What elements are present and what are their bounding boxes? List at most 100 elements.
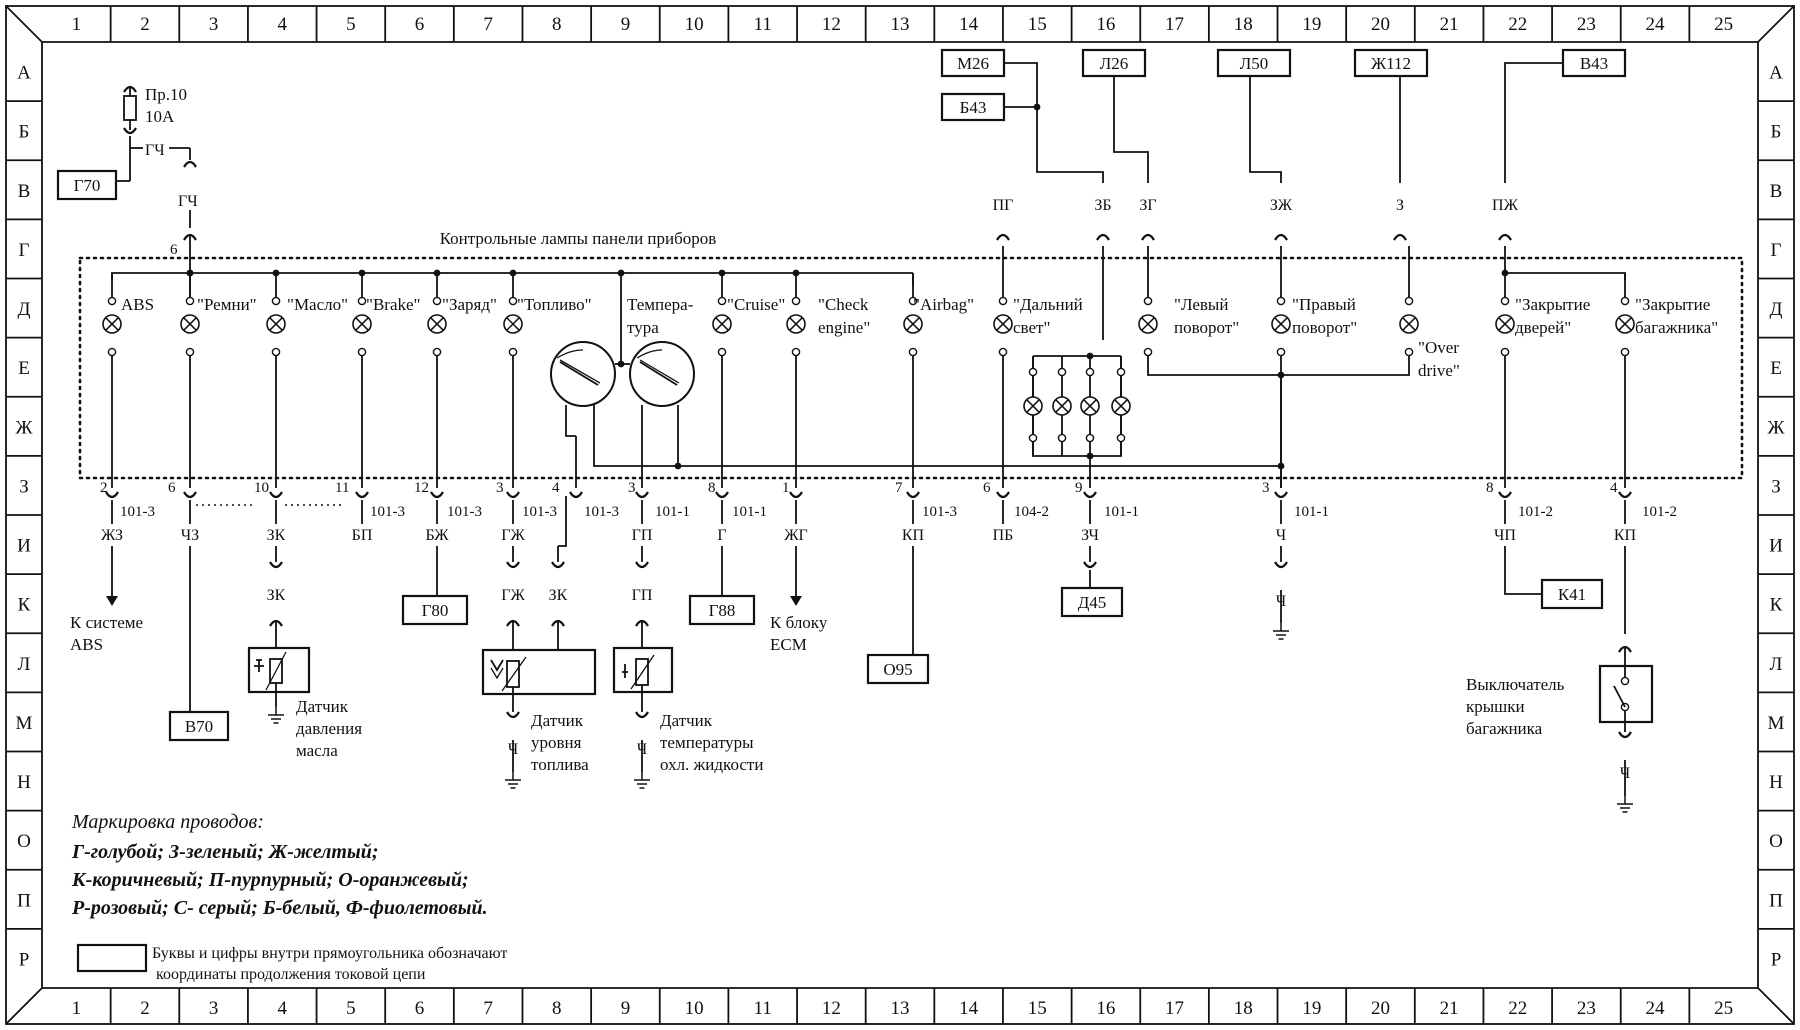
grid-row-label: Д — [1770, 299, 1783, 320]
lamp-label-trunk-1: "Закрытие — [1635, 295, 1710, 314]
grid-column-label: 6 — [415, 998, 425, 1019]
grid-column-label: 9 — [621, 14, 631, 35]
wire-label: ЗК — [549, 587, 568, 604]
grid-row-label: Б — [1771, 122, 1782, 143]
wire-label: ЖГ — [784, 527, 808, 544]
legend-box-sample — [76, 943, 148, 973]
legend-line-1: Г-голубой; З-зеленый; Ж-желтый; — [71, 841, 379, 863]
grid-column-label: 18 — [1234, 998, 1253, 1019]
grid-column-label: 25 — [1714, 14, 1733, 35]
lamp-icon — [903, 314, 923, 334]
grid-column-label: 9 — [621, 998, 631, 1019]
lamp-label-fuel: "Топливо" — [517, 295, 592, 314]
block-label: 101-1 — [1294, 504, 1329, 520]
grid-column-label: 23 — [1577, 14, 1596, 35]
wire-label: ГЧ — [178, 193, 198, 210]
wire-label: ЗЧ — [1081, 527, 1099, 544]
lamp-label-temp-2: тура — [627, 318, 659, 337]
wire-label: ЗБ — [1094, 197, 1111, 214]
grid-row-label: Н — [1769, 772, 1783, 793]
connector-d45: Д45 — [1078, 593, 1107, 612]
lamp-icon — [266, 314, 286, 334]
upper-plugs — [995, 233, 1513, 242]
grid-row-label: Д — [18, 299, 31, 320]
grid-row-label: Р — [19, 949, 30, 970]
wire-label: ЧЗ — [181, 527, 199, 544]
grid-column-label: 8 — [552, 998, 562, 1019]
grid-row-label: В — [18, 181, 31, 202]
grid-column-label: 21 — [1440, 14, 1459, 35]
block-label: 101-1 — [1104, 504, 1139, 520]
grid-row-label: Ж — [15, 417, 33, 438]
connector-zh112: Ж112 — [1371, 54, 1411, 73]
grid-column-label: 8 — [552, 14, 562, 35]
legend-line-2: К-коричневый; П-пурпурный; О-оранжевый; — [71, 869, 469, 891]
connector-l50: Л50 — [1240, 54, 1269, 73]
instrument-panel-border — [78, 256, 1744, 480]
grid-column-label: 6 — [415, 14, 425, 35]
connector-v70: В70 — [185, 717, 213, 736]
lamp-label-doors-1: "Закрытие — [1515, 295, 1590, 314]
pin-label: 11 — [335, 480, 349, 496]
legend-box-text-1: Буквы и цифры внутри прямоугольника обоз… — [152, 945, 507, 962]
pin-label: 4 — [552, 480, 560, 496]
lamp-label-brake: "Brake" — [366, 295, 420, 314]
grid-row-label: П — [1769, 890, 1783, 911]
connector-m26: М26 — [957, 54, 989, 73]
grid-column-label: 21 — [1440, 998, 1459, 1019]
grid-row-label: К — [18, 595, 31, 616]
wire-label: ГП — [632, 527, 653, 544]
grid-row-label: А — [17, 63, 31, 84]
grid-row-label: Ж — [1767, 417, 1785, 438]
grid-row-label: З — [1771, 476, 1781, 497]
lamp-label-od-1: "Over — [1418, 338, 1459, 357]
grid-column-label: 12 — [822, 14, 841, 35]
lamp-label-airbag: "Airbag" — [913, 295, 974, 314]
upper-connectors — [940, 48, 1627, 183]
connector-g88: Г88 — [709, 601, 736, 620]
note-abs-1: К системе — [70, 613, 143, 632]
pin-label: 3 — [1262, 480, 1270, 496]
highbeam-lamp-group — [1032, 246, 1122, 460]
wire-label: ЖЗ — [101, 527, 123, 544]
lamp-icon — [1271, 314, 1291, 334]
wire-label: ЗК — [267, 527, 286, 544]
wire-label: КП — [902, 527, 925, 544]
grid-column-label: 20 — [1371, 14, 1390, 35]
grid-row-label: Н — [17, 772, 31, 793]
grid-row-label: К — [1770, 595, 1783, 616]
pin-label: 10 — [254, 480, 269, 496]
wire-label: БЖ — [425, 527, 449, 544]
lamp-icon — [1111, 396, 1131, 416]
grid-column-label: 3 — [209, 14, 219, 35]
lamp-icon — [786, 314, 806, 334]
grid-row-label: Л — [18, 654, 31, 675]
block-label: 101-3 — [370, 504, 405, 520]
fuse-rating: 10А — [145, 107, 175, 126]
note-coolant-3: охл. жидкости — [660, 755, 763, 774]
wire-label: Ч — [637, 741, 647, 758]
pin-label: 2 — [100, 480, 108, 496]
gauges — [550, 341, 1285, 488]
grid-column-label: 19 — [1302, 14, 1321, 35]
connector-v43: В43 — [1580, 54, 1608, 73]
lamp-label-highbeam-1: "Дальний — [1013, 295, 1083, 314]
pin-label: 6 — [168, 480, 176, 496]
note-coolant-2: температуры — [660, 733, 754, 752]
lamp-icon — [1138, 314, 1158, 334]
pin-label: 4 — [1610, 480, 1618, 496]
block-label: 101-3 — [120, 504, 155, 520]
lower-wiring — [106, 496, 1654, 813]
grid-column-label: 2 — [140, 14, 150, 35]
connector-k41: К41 — [1558, 585, 1586, 604]
lamp-icon — [1399, 314, 1419, 334]
grid-column-label: 14 — [959, 998, 979, 1019]
grid-column-label: 20 — [1371, 998, 1390, 1019]
fuse-icon — [123, 95, 137, 121]
lamp-label-oil: "Масло" — [287, 295, 348, 314]
note-fuel-1: Датчик — [531, 711, 584, 730]
legend-title: Маркировка проводов: — [71, 811, 264, 833]
panel-title: Контрольные лампы панели приборов — [440, 229, 717, 248]
wire-label: КП — [1614, 527, 1637, 544]
grid-column-label: 5 — [346, 998, 356, 1019]
